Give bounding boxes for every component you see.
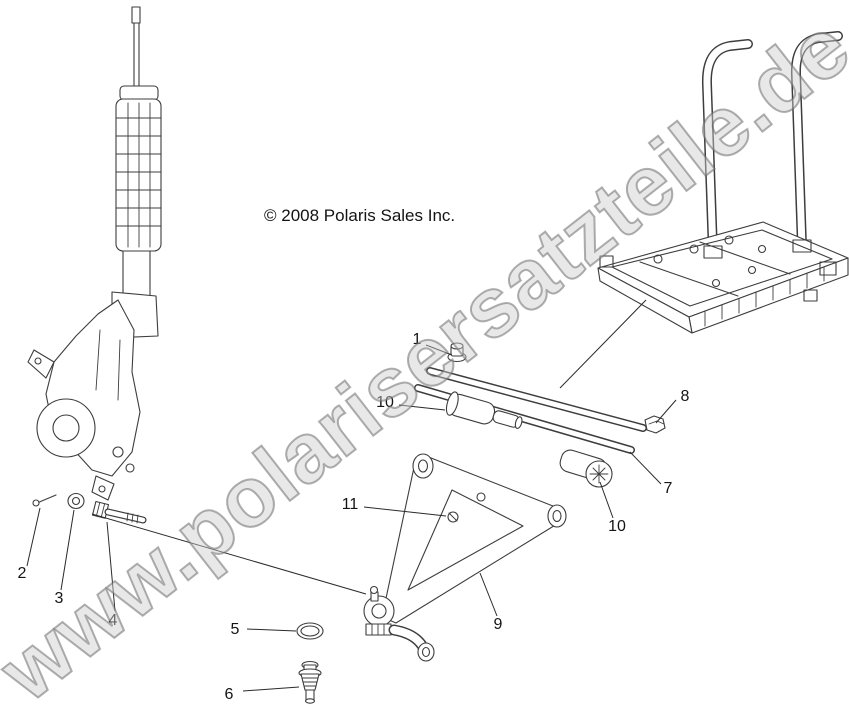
callout-5: 5 [230, 621, 240, 638]
ball-joint-drawing [363, 585, 435, 662]
shock-strut-drawing [27, 6, 162, 501]
a-arm-drawing [381, 453, 567, 624]
pivot-bolt-drawing [91, 500, 147, 524]
bushing-front-drawing [445, 391, 523, 429]
callout-10-rear: 10 [608, 518, 626, 535]
tube-nut-drawing [644, 415, 666, 434]
copyright-text: © 2008 Polaris Sales Inc. [264, 206, 456, 225]
o-ring-drawing [296, 622, 324, 640]
callout-3: 3 [54, 590, 64, 607]
callout-8: 8 [680, 388, 690, 405]
bushing-rear-drawing [559, 449, 613, 488]
callout-7: 7 [663, 480, 673, 497]
leader-lines [26, 299, 677, 692]
callout-10-front: 10 [376, 394, 394, 411]
stud-fitting-drawing [298, 660, 322, 704]
callout-9: 9 [493, 616, 503, 633]
cotter-pin-drawing [32, 494, 57, 507]
washer-nut-drawing [67, 492, 85, 510]
flange-nut-drawing [447, 342, 467, 363]
frame-drawing [597, 31, 849, 334]
callout-11: 11 [341, 496, 359, 513]
callout-6: 6 [224, 686, 234, 703]
callout-4: 4 [108, 612, 118, 629]
callout-2: 2 [17, 565, 27, 582]
callout-1: 1 [412, 331, 422, 348]
